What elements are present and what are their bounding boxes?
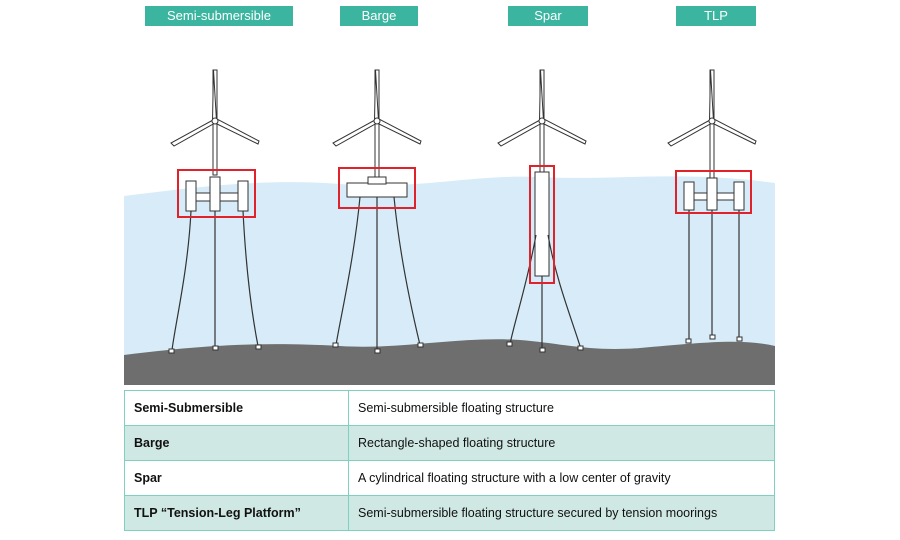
column-right [733,181,745,211]
hub [373,117,381,125]
label-semi-submersible: Semi-submersible [145,6,293,26]
label-barge: Barge [340,6,418,26]
hub [538,117,546,125]
description-cell: Semi-submersible floating structure secu… [348,495,775,531]
description-cell: A cylindrical floating structure with a … [348,460,775,496]
term-cell: Semi-Submersible [124,390,349,426]
floating-wind-illustration [124,69,775,385]
highlight-box [338,167,416,209]
turbine-barge [332,69,424,354]
label-spar: Spar [508,6,588,26]
hub [211,117,219,125]
turbine-semi-submersible [168,69,262,354]
description-cell: Rectangle-shaped floating structure [348,425,775,461]
table-row: Semi-Submersible Semi-submersible floati… [124,390,775,426]
barge-hull [346,182,408,198]
anchors [332,342,424,354]
sea-water [124,176,775,385]
anchors [168,344,262,354]
highlight-box [529,165,555,284]
column-right [237,180,249,212]
column-left [185,180,197,212]
column-left [683,181,695,211]
column-center [209,176,221,212]
rotor-blades [497,69,587,147]
table-row: Spar A cylindrical floating structure wi… [124,460,775,496]
seabed [124,339,775,385]
turbine-spar [497,69,587,353]
mooring-lines [335,196,421,350]
turbine-tlp [667,69,757,344]
term-cell: Barge [124,425,349,461]
barge-deck [367,176,387,185]
hub [708,117,716,125]
highlight-box [177,169,256,218]
mooring-lines [509,234,581,350]
definitions-table: Semi-Submersible Semi-submersible floati… [124,390,775,531]
term-cell: Spar [124,460,349,496]
anchors [506,341,584,353]
description-cell: Semi-submersible floating structure [348,390,775,426]
term-cell: TLP “Tension-Leg Platform” [124,495,349,531]
column-center [706,177,718,211]
rotor-blades [332,69,422,147]
label-tlp: TLP [676,6,756,26]
spar-cylinder [534,171,550,277]
table-row: Barge Rectangle-shaped floating structur… [124,425,775,461]
mooring-lines [171,210,259,351]
highlight-box [675,170,752,214]
table-row: TLP “Tension-Leg Platform” Semi-submersi… [124,495,775,531]
anchors [685,334,743,344]
tension-tendons [688,210,740,340]
